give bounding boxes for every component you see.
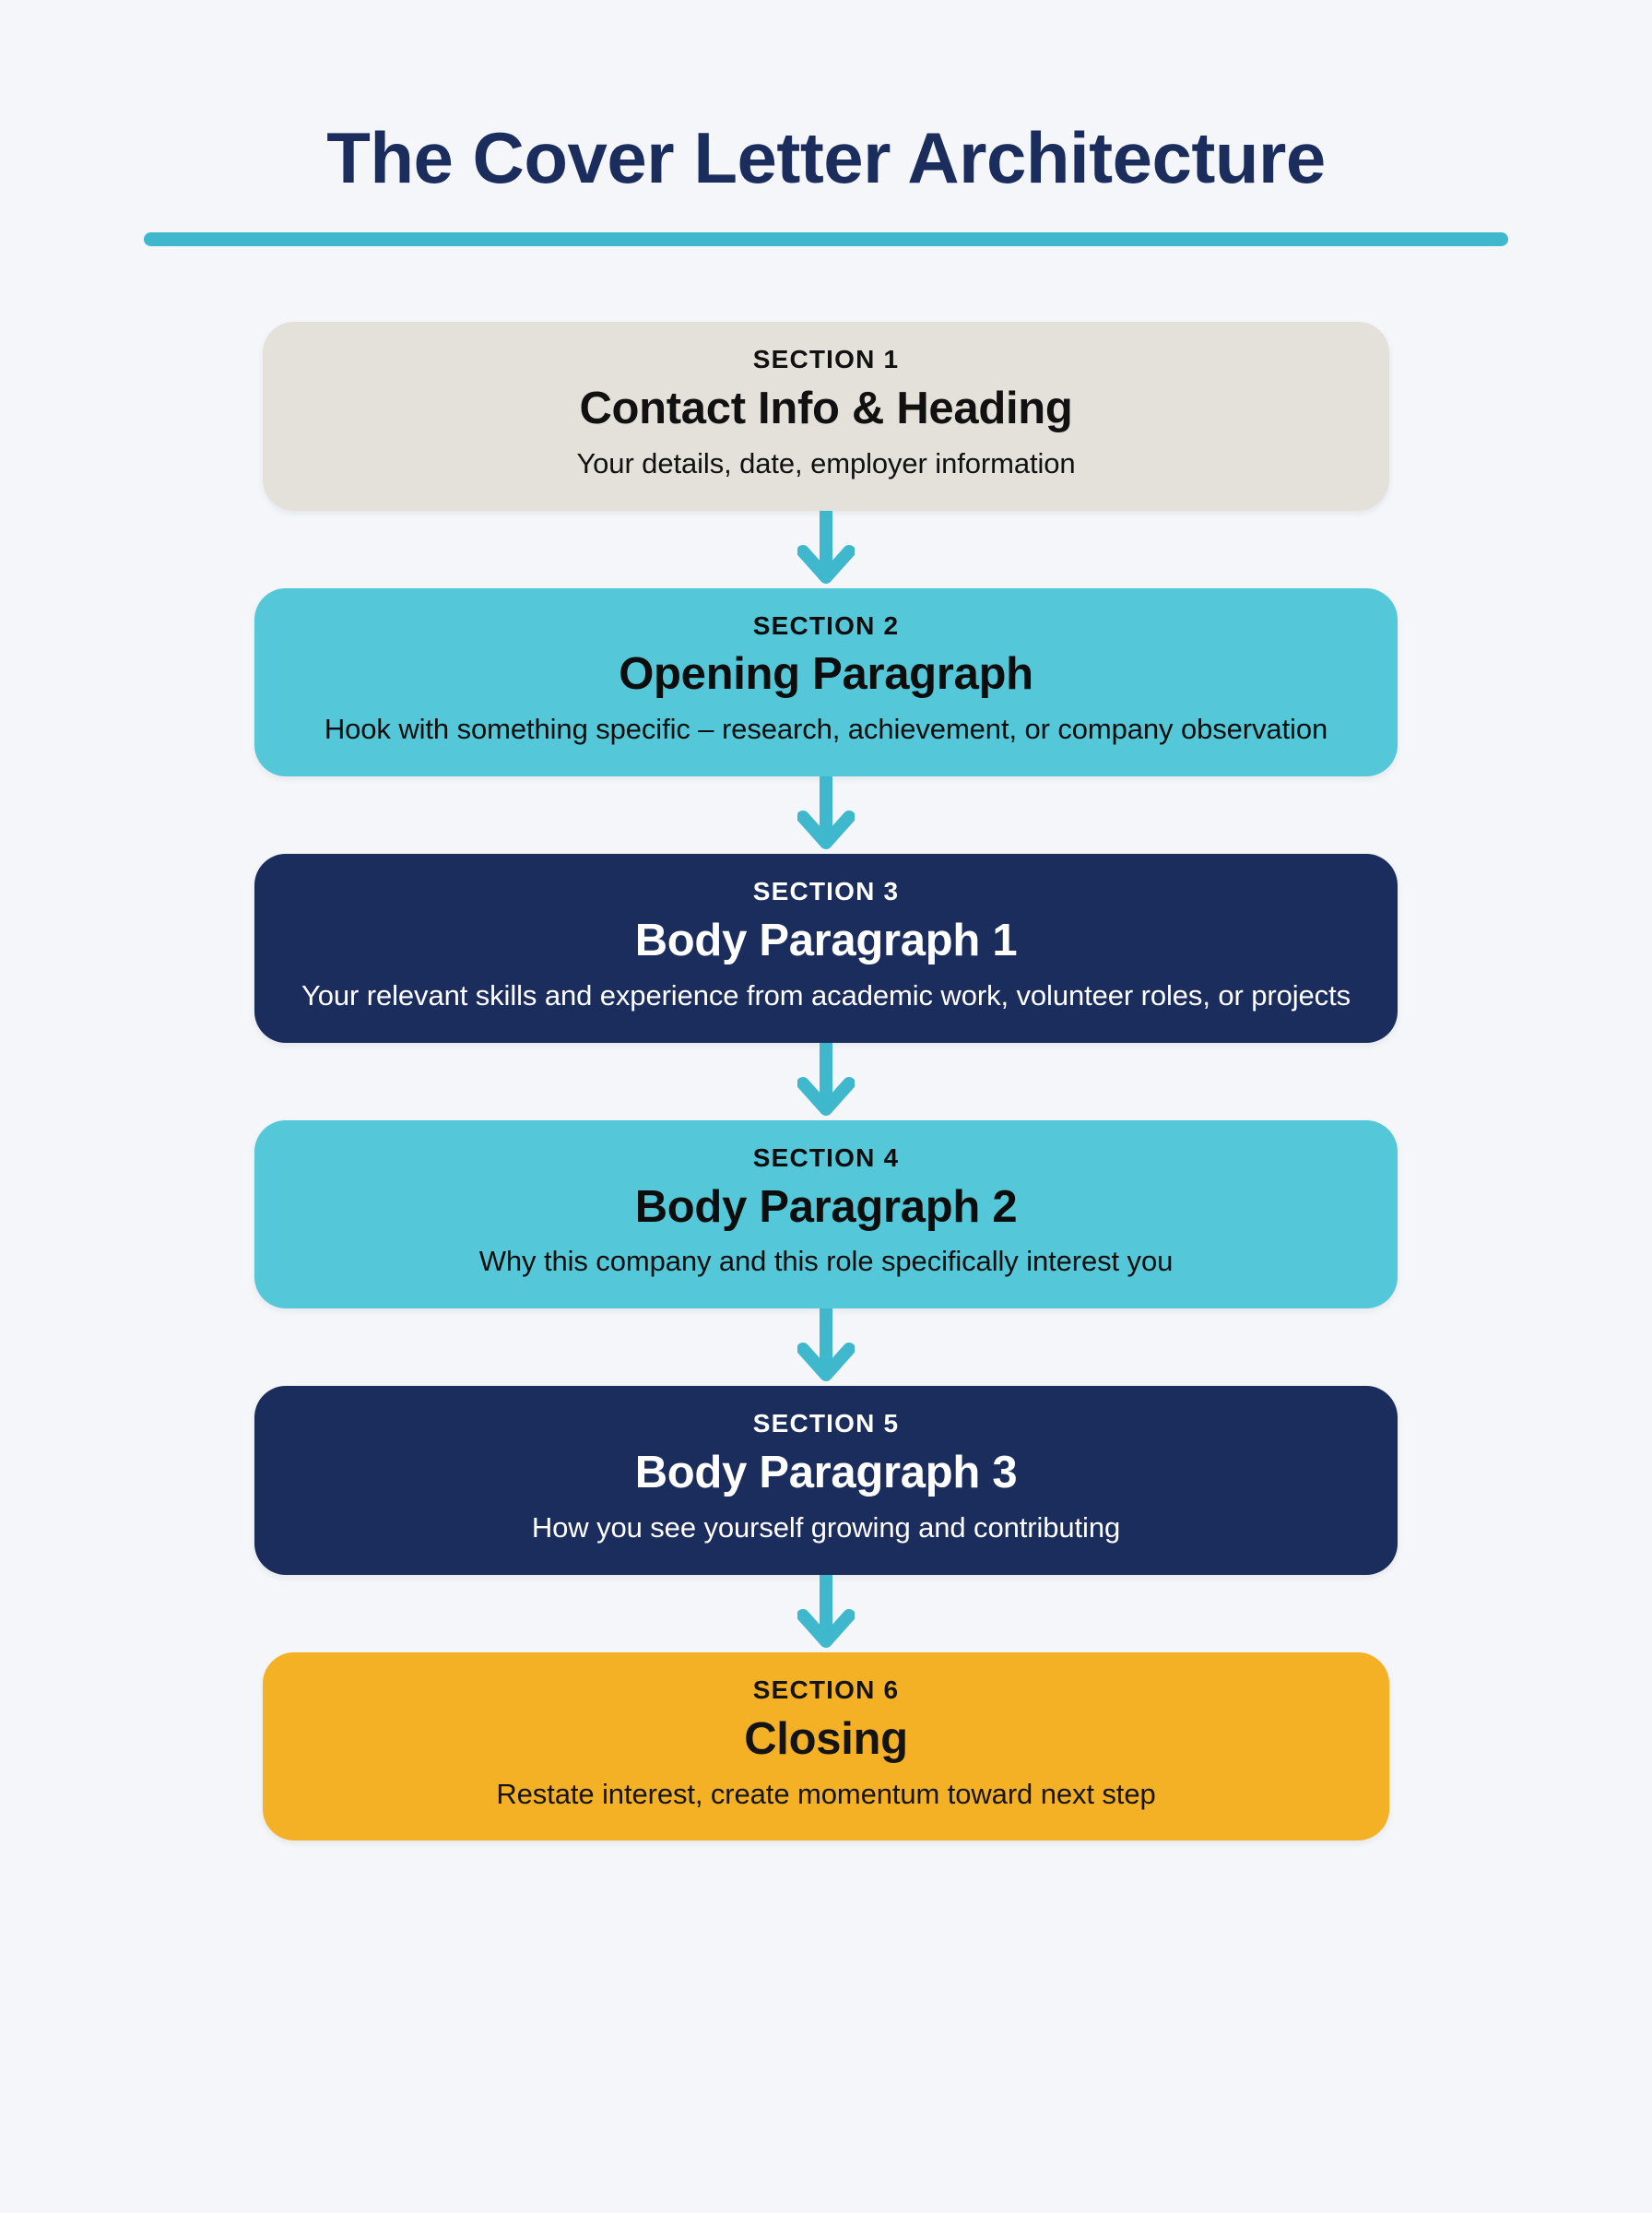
arrow-down-icon: [797, 776, 855, 850]
connector-5-to-6: [254, 1574, 1398, 1652]
section-description: Restate interest, create momentum toward…: [496, 1777, 1156, 1810]
section-eyebrow: SECTION 4: [752, 1142, 900, 1172]
arrow-down-icon: [797, 1042, 855, 1116]
section-card-6: SECTION 6 Closing Restate interest, crea…: [263, 1651, 1389, 1841]
connector-4-to-5: [254, 1308, 1398, 1386]
section-description: Hook with something specific – research,…: [324, 713, 1328, 746]
section-eyebrow: SECTION 5: [752, 1409, 900, 1438]
arrow-down-icon: [797, 1574, 855, 1648]
section-eyebrow: SECTION 1: [752, 345, 900, 373]
section-title: Opening Paragraph: [619, 649, 1033, 700]
section-card-3: SECTION 3 Body Paragraph 1 Your relevant…: [254, 854, 1398, 1043]
section-title: Body Paragraph 3: [634, 1448, 1018, 1498]
section-description: Why this company and this role specifica…: [478, 1245, 1174, 1278]
section-card-5: SECTION 5 Body Paragraph 3 How you see y…: [254, 1386, 1398, 1575]
section-description: Your relevant skills and experience from…: [301, 978, 1351, 1012]
cover-letter-flow: SECTION 1 Contact Info & Heading Your de…: [0, 322, 1652, 1841]
section-card-1: SECTION 1 Contact Info & Heading Your de…: [263, 322, 1389, 511]
section-eyebrow: SECTION 2: [752, 610, 900, 640]
connector-2-to-3: [254, 776, 1398, 854]
section-description: How you see yourself growing and contrib…: [531, 1510, 1121, 1544]
page-title: The Cover Letter Architecture: [326, 117, 1326, 198]
section-card-4: SECTION 4 Body Paragraph 2 Why this comp…: [254, 1119, 1398, 1309]
section-title: Contact Info & Heading: [579, 383, 1073, 433]
connector-1-to-2: [254, 510, 1398, 588]
section-eyebrow: SECTION 6: [752, 1675, 900, 1704]
title-underline-rule: [144, 232, 1508, 246]
section-eyebrow: SECTION 3: [752, 877, 900, 906]
section-title: Closing: [744, 1713, 908, 1764]
section-card-2: SECTION 2 Opening Paragraph Hook with so…: [254, 587, 1398, 777]
arrow-down-icon: [797, 1308, 855, 1382]
section-title: Body Paragraph 1: [634, 915, 1018, 965]
section-description: Your details, date, employer information: [576, 446, 1076, 479]
connector-3-to-4: [254, 1042, 1398, 1120]
arrow-down-icon: [797, 510, 855, 584]
section-title: Body Paragraph 2: [634, 1181, 1018, 1232]
header: The Cover Letter Architecture: [0, 0, 1652, 246]
